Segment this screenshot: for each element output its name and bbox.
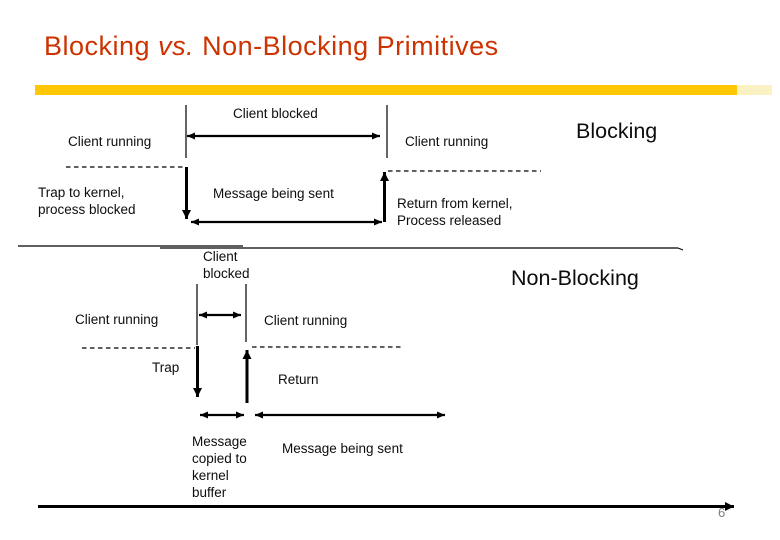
page-number: 6 — [718, 505, 726, 520]
blocking-client-running-right-label: Client running — [405, 134, 489, 149]
slide-title: Blocking vs. Non-Blocking Primitives — [44, 31, 499, 62]
blocking-message-label: Message being sent — [213, 186, 334, 201]
blocking-client-running-left-label: Client running — [68, 134, 152, 149]
nonblocking-client-running-right-label: Client running — [264, 313, 348, 328]
title-accent-bar-light — [737, 85, 772, 95]
title-accent-bar — [35, 85, 737, 95]
slide-title-vs: vs. — [158, 31, 195, 61]
nonblocking-trap-label: Trap — [152, 360, 180, 375]
nonblocking-heading: Non-Blocking — [511, 266, 639, 290]
nonblocking-message-sent-label: Message being sent — [282, 441, 403, 456]
blocking-client-blocked-label: Client blocked — [233, 106, 318, 121]
nonblocking-return-label: Return — [278, 372, 319, 387]
slide-title-part1: Blocking — [44, 31, 159, 61]
blocking-return-label: Return from kernel, Process released — [397, 196, 513, 228]
nonblocking-client-blocked-label: Client blocked — [203, 249, 250, 281]
blocking-heading: Blocking — [576, 119, 658, 143]
nonblocking-message-copied-label: Message copied to kernel buffer — [192, 434, 247, 500]
blocking-trap-label: Trap to kernel, process blocked — [38, 185, 136, 217]
slide-title-part2: Non-Blocking Primitives — [194, 31, 499, 61]
section-separator-end-tick — [677, 247, 684, 251]
nonblocking-client-running-left-label: Client running — [75, 312, 159, 327]
